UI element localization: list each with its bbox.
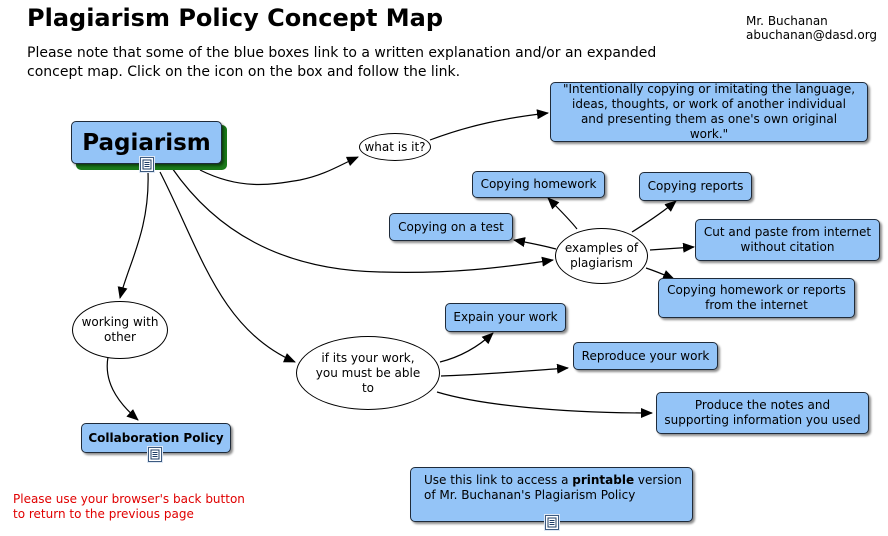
copying-homework-node: Copying homework xyxy=(472,171,605,198)
author-name: Mr. Buchanan xyxy=(746,14,828,28)
main-concept-node: Pagiarism xyxy=(71,121,222,164)
back-button-note: Please use your browser's back button to… xyxy=(13,492,245,522)
link-what-is-it-definition xyxy=(429,109,549,141)
what-is-it-node: what is it? xyxy=(359,133,431,161)
working-with-other-node: working with other xyxy=(72,301,168,359)
reproduce-work-node: Reproduce your work xyxy=(573,342,718,370)
printable-suffix: version of Mr. Buchanan's Plagiarism Pol… xyxy=(424,473,682,502)
copying-reports-node: Copying reports xyxy=(639,172,752,201)
instructions-note: Please note that some of the blue boxes … xyxy=(27,45,657,80)
document-link-icon[interactable] xyxy=(140,157,154,172)
explain-work-node: Expain your work xyxy=(445,303,566,332)
author-email: abuchanan@dasd.org xyxy=(746,28,878,42)
back-note-line-1: Please use your browser's back button xyxy=(13,492,245,506)
working-with-other-label: working with other xyxy=(81,315,159,344)
collaboration-policy-label: Collaboration Policy xyxy=(88,430,224,445)
cut-paste-label: Cut and paste from internet without cita… xyxy=(703,225,872,254)
copying-reports-label: Copying reports xyxy=(647,179,744,193)
produce-notes-node: Produce the notes and supporting informa… xyxy=(656,392,869,434)
link-examples-cut-paste xyxy=(649,242,695,253)
link-work-produce-notes xyxy=(436,391,653,418)
produce-notes-label: Produce the notes and supporting informa… xyxy=(664,398,861,427)
link-examples-copying-homework xyxy=(547,197,578,230)
document-link-icon[interactable] xyxy=(545,515,559,530)
reproduce-work-label: Reproduce your work xyxy=(581,348,710,363)
author-info: Mr. Buchanan abuchanan@dasd.org xyxy=(746,14,877,42)
copying-internet-label: Copying homework or reports from the int… xyxy=(667,283,846,312)
copying-test-label: Copying on a test xyxy=(398,219,504,234)
copying-internet-node: Copying homework or reports from the int… xyxy=(658,278,855,318)
page-title: Plagiarism Policy Concept Map xyxy=(27,4,444,32)
link-work-reproduce xyxy=(440,363,569,377)
link-work-explain xyxy=(439,332,494,363)
link-main-what-is-it xyxy=(199,156,359,186)
examples-node: examples of plagiarism xyxy=(555,228,648,284)
back-note-line-2: to return to the previous page xyxy=(13,507,194,521)
if-its-your-work-node: if its your work, you must be able to xyxy=(296,336,440,410)
link-examples-copying-reports xyxy=(631,200,677,233)
link-main-working-with-other xyxy=(117,171,149,299)
link-main-examples xyxy=(171,167,554,273)
printable-bold: printable xyxy=(572,473,635,487)
examples-label: examples of plagiarism xyxy=(564,241,639,270)
link-main-if-its-your-work xyxy=(159,171,296,363)
main-concept-label: Pagiarism xyxy=(82,129,211,156)
copying-test-node: Copying on a test xyxy=(389,213,513,241)
printable-link-text: Use this link to access a printable vers… xyxy=(424,473,684,503)
definition-label: "Intentionally copying or imitating the … xyxy=(562,82,856,141)
link-working-collaboration xyxy=(106,356,139,421)
printable-prefix: Use this link to access a xyxy=(424,473,573,487)
link-examples-copying-test xyxy=(513,237,557,250)
definition-node: "Intentionally copying or imitating the … xyxy=(550,82,868,142)
explain-work-label: Expain your work xyxy=(453,310,558,324)
what-is-it-label: what is it? xyxy=(364,139,426,154)
document-link-icon[interactable] xyxy=(148,447,162,462)
printable-link-node[interactable]: Use this link to access a printable vers… xyxy=(410,467,693,522)
if-its-your-work-label: if its your work, you must be able to xyxy=(315,350,421,395)
cut-paste-node: Cut and paste from internet without cita… xyxy=(695,219,880,261)
copying-homework-label: Copying homework xyxy=(480,177,597,191)
